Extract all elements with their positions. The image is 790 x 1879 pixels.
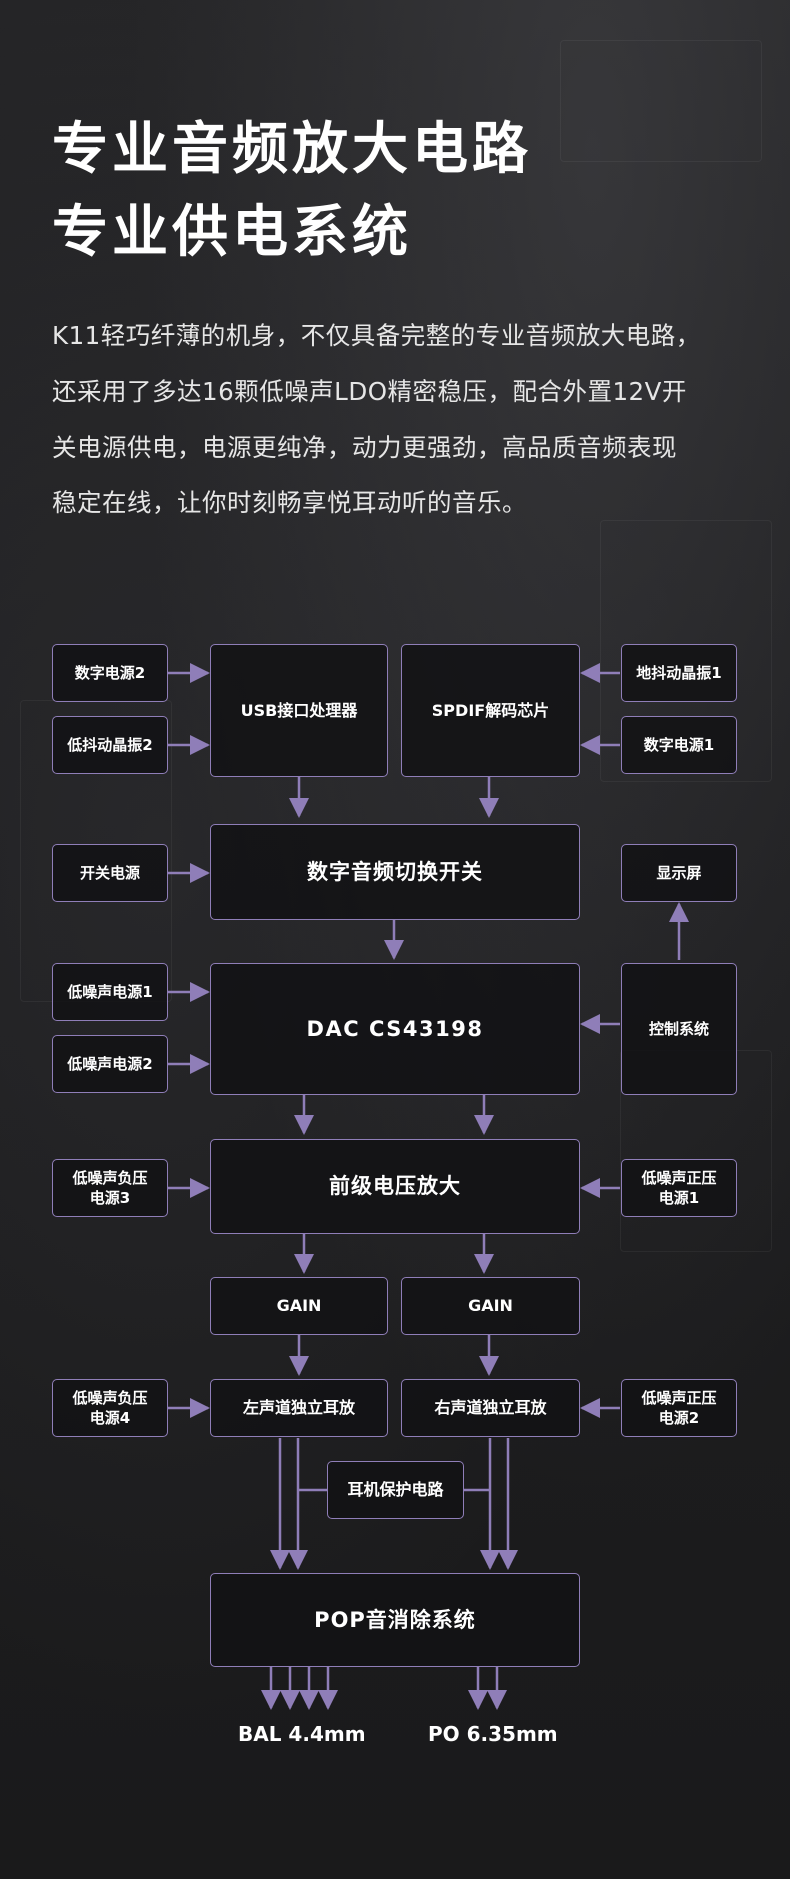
digital-power-2-label: 数字电源2 bbox=[74, 663, 146, 682]
low-jitter-osc-2-box: 低抖动晶振2 bbox=[52, 716, 168, 774]
digital-audio-switch-label: 数字音频切换开关 bbox=[307, 859, 483, 884]
neg-power-4-label: 低噪声负压 电源4 bbox=[72, 1388, 147, 1429]
pos-power-2-label-line-1: 低噪声正压 bbox=[641, 1388, 717, 1407]
protection-circuit-box: 耳机保护电路 bbox=[327, 1461, 464, 1519]
dac-box: DAC CS43198 bbox=[210, 963, 580, 1095]
neg-power-4-label-line-2: 电源4 bbox=[89, 1409, 131, 1427]
page-title-line-1: 专业音频放大电路 bbox=[52, 117, 532, 182]
usb-processor-box: USB接口处理器 bbox=[210, 644, 388, 777]
low-jitter-osc-1-box: 地抖动晶振1 bbox=[621, 644, 737, 702]
left-amp-label: 左声道独立耳放 bbox=[242, 1398, 355, 1418]
pos-power-1-label-line-1: 低噪声正压 bbox=[641, 1168, 717, 1187]
right-amp-box: 右声道独立耳放 bbox=[401, 1379, 580, 1437]
pos-power-2-box: 低噪声正压 电源2 bbox=[621, 1379, 737, 1437]
digital-power-2-box: 数字电源2 bbox=[52, 644, 168, 702]
control-system-label: 控制系统 bbox=[648, 1019, 709, 1038]
pos-power-1-label: 低噪声正压 电源1 bbox=[641, 1168, 716, 1209]
pos-power-1-label-line-2: 电源1 bbox=[658, 1189, 700, 1207]
digital-power-1-box: 数字电源1 bbox=[621, 716, 737, 774]
description-line-2: 还采用了多达16颗低噪声LDO精密稳压，配合外置12V开 bbox=[52, 377, 687, 406]
digital-power-1-label: 数字电源1 bbox=[643, 735, 715, 754]
pos-power-1-box: 低噪声正压 电源1 bbox=[621, 1159, 737, 1217]
preamp-box: 前级电压放大 bbox=[210, 1139, 580, 1234]
output-po-label: PO 6.35mm bbox=[428, 1722, 558, 1746]
neg-power-4-box: 低噪声负压 电源4 bbox=[52, 1379, 168, 1437]
low-noise-power-2-label: 低噪声电源2 bbox=[67, 1054, 153, 1073]
neg-power-4-label-line-1: 低噪声负压 bbox=[72, 1388, 148, 1407]
display-label: 显示屏 bbox=[656, 863, 702, 882]
neg-power-3-box: 低噪声负压 电源3 bbox=[52, 1159, 168, 1217]
background-circuit-pattern bbox=[560, 40, 762, 162]
gain-right-box: GAIN bbox=[401, 1277, 580, 1335]
usb-processor-label: USB接口处理器 bbox=[240, 700, 358, 720]
description-line-3: 关电源供电，电源更纯净，动力更强劲，高品质音频表现 bbox=[52, 433, 677, 462]
display-box: 显示屏 bbox=[621, 844, 737, 902]
page-title-line-2: 专业供电系统 bbox=[52, 200, 412, 265]
control-system-box: 控制系统 bbox=[621, 963, 737, 1095]
switching-power-label: 开关电源 bbox=[79, 863, 140, 882]
low-noise-power-1-label: 低噪声电源1 bbox=[67, 982, 153, 1001]
dac-label: DAC CS43198 bbox=[306, 1016, 484, 1041]
low-noise-power-1-box: 低噪声电源1 bbox=[52, 963, 168, 1021]
low-jitter-osc-2-label: 低抖动晶振2 bbox=[67, 735, 153, 754]
right-amp-label: 右声道独立耳放 bbox=[434, 1398, 547, 1418]
output-bal-label: BAL 4.4mm bbox=[238, 1722, 366, 1746]
left-amp-box: 左声道独立耳放 bbox=[210, 1379, 388, 1437]
neg-power-3-label-line-2: 电源3 bbox=[89, 1189, 131, 1207]
spdif-decoder-box: SPDIF解码芯片 bbox=[401, 644, 580, 777]
switching-power-box: 开关电源 bbox=[52, 844, 168, 902]
gain-right-label: GAIN bbox=[468, 1296, 513, 1316]
gain-left-label: GAIN bbox=[276, 1296, 322, 1316]
pop-removal-label: POP音消除系统 bbox=[314, 1607, 476, 1632]
background-circuit-pattern bbox=[600, 520, 772, 782]
neg-power-3-label-line-1: 低噪声负压 bbox=[72, 1168, 148, 1187]
neg-power-3-label: 低噪声负压 电源3 bbox=[72, 1168, 147, 1209]
digital-audio-switch-box: 数字音频切换开关 bbox=[210, 824, 580, 920]
gain-left-box: GAIN bbox=[210, 1277, 388, 1335]
low-noise-power-2-box: 低噪声电源2 bbox=[52, 1035, 168, 1093]
pop-removal-box: POP音消除系统 bbox=[210, 1573, 580, 1667]
pos-power-2-label: 低噪声正压 电源2 bbox=[641, 1388, 716, 1429]
description-line-4: 稳定在线，让你时刻畅享悦耳动听的音乐。 bbox=[52, 488, 527, 517]
protection-circuit-label: 耳机保护电路 bbox=[347, 1480, 444, 1500]
preamp-label: 前级电压放大 bbox=[329, 1174, 461, 1199]
pos-power-2-label-line-2: 电源2 bbox=[658, 1409, 700, 1427]
description-line-1: K11轻巧纤薄的机身，不仅具备完整的专业音频放大电路， bbox=[52, 321, 701, 350]
spdif-decoder-label: SPDIF解码芯片 bbox=[431, 700, 550, 720]
low-jitter-osc-1-label: 地抖动晶振1 bbox=[636, 663, 722, 682]
